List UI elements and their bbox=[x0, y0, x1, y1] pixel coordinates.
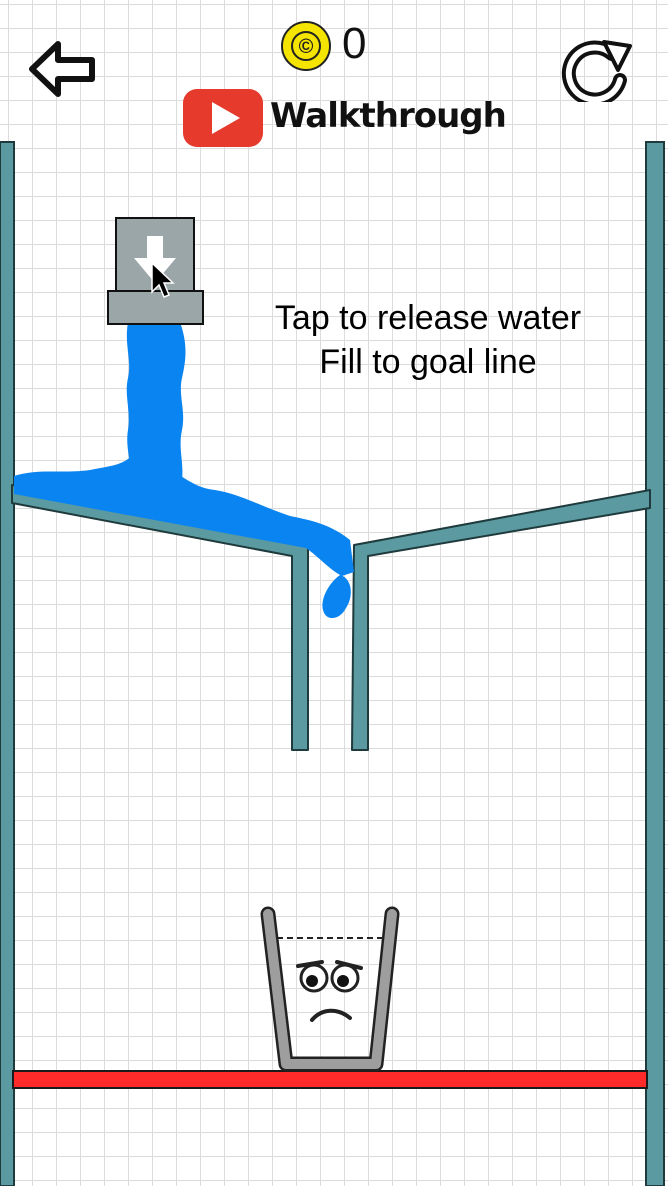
restart-button[interactable] bbox=[560, 36, 636, 107]
play-icon bbox=[183, 89, 263, 147]
left-wall bbox=[0, 141, 15, 1186]
instruction-line-2: Fill to goal line bbox=[319, 343, 537, 381]
arrow-left-icon bbox=[29, 41, 95, 97]
walkthrough-label[interactable]: Walkthrough bbox=[270, 96, 507, 136]
glass bbox=[260, 906, 400, 1072]
water-pool bbox=[14, 454, 354, 576]
cursor-icon bbox=[151, 261, 175, 298]
coin-icon: © bbox=[281, 21, 331, 71]
back-button[interactable] bbox=[24, 38, 98, 100]
instructions: Tap to release water Fill to goal line bbox=[228, 296, 628, 384]
arrow-down-icon bbox=[134, 236, 176, 283]
funnel-right-wall bbox=[351, 489, 651, 751]
water-droplet bbox=[322, 575, 351, 619]
instruction-line-1: Tap to release water bbox=[274, 299, 582, 337]
coin-count: 0 bbox=[342, 19, 367, 68]
coin-counter: © bbox=[280, 20, 370, 72]
right-wall bbox=[645, 141, 665, 1186]
restart-icon bbox=[561, 40, 632, 107]
svg-text:©: © bbox=[299, 36, 314, 58]
walkthrough-button[interactable] bbox=[182, 88, 482, 150]
water-stream bbox=[126, 322, 186, 480]
water-dispenser[interactable] bbox=[107, 217, 204, 325]
goal-line bbox=[12, 1070, 648, 1089]
